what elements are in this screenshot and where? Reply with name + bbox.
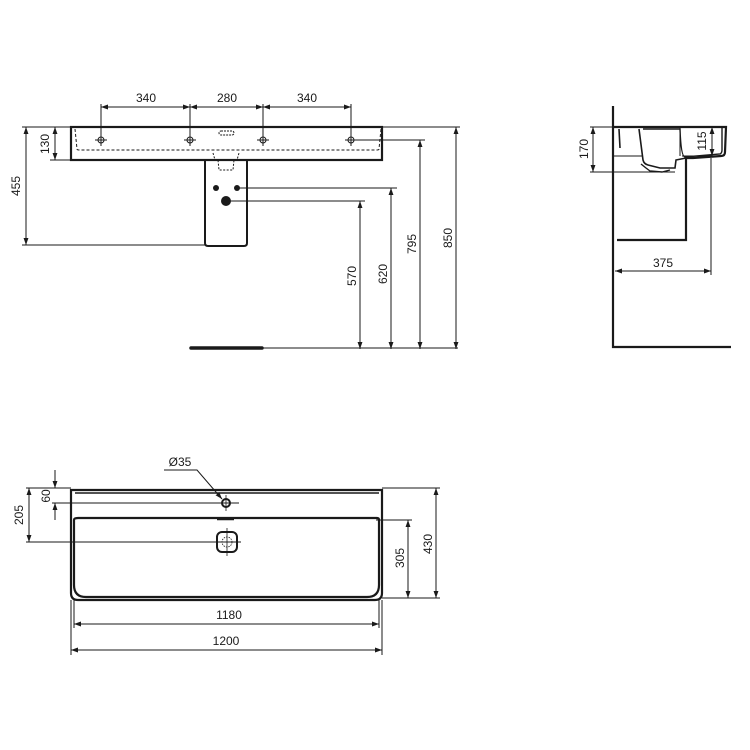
wall-and-floor — [611, 106, 731, 349]
top-left-dims — [26, 470, 241, 543]
basin-top-outline — [69, 488, 384, 602]
dim-overall-width: 1200 — [213, 634, 240, 648]
dim-bowl-depth: 115 — [695, 131, 709, 150]
supply-hole-left — [213, 185, 219, 191]
left-height-dims — [22, 126, 205, 246]
side-view: 170 115 375 — [577, 106, 731, 349]
dim-height-850: 850 — [441, 228, 455, 248]
dim-bowl-width: 1180 — [216, 608, 242, 622]
dim-tap-spacing-1: 340 — [136, 91, 156, 105]
width-dims — [70, 598, 383, 655]
dim-side-height: 170 — [577, 139, 591, 159]
dim-tap-offset: 60 — [39, 489, 53, 503]
siphon-side — [640, 163, 671, 173]
top-view: Ø35 60 205 305 430 — [12, 455, 440, 655]
dim-height-570: 570 — [345, 266, 359, 286]
dim-waste-offset: 205 — [12, 505, 26, 525]
top-right-dims — [376, 487, 440, 599]
basin-inner-dashed — [74, 128, 382, 151]
basin-side-outline — [614, 125, 728, 242]
dim-projection: 375 — [653, 256, 673, 270]
bowl-profile — [643, 127, 723, 158]
overflow-slot-icon — [218, 130, 235, 136]
dim-tap-hole-diameter: Ø35 — [169, 455, 192, 469]
dim-rim-height: 130 — [38, 134, 52, 154]
tap-spacing-dims — [100, 104, 352, 140]
bowl-top-outline — [72, 516, 381, 599]
dim-tap-spacing-3: 340 — [297, 91, 317, 105]
basin-front-outline — [69, 125, 384, 162]
dim-bowl-depth-top: 305 — [393, 548, 407, 568]
dim-tap-spacing-2: 280 — [217, 91, 237, 105]
dim-overall-depth: 430 — [421, 534, 435, 554]
tap-hole-marks — [95, 134, 357, 146]
dim-total-height: 455 — [9, 176, 23, 196]
side-dims — [590, 126, 715, 275]
front-view: 340 280 340 130 455 570 620 795 8 — [9, 91, 460, 350]
semi-pedestal-outline — [204, 161, 248, 247]
dim-height-795: 795 — [405, 234, 419, 254]
floor-height-dims — [226, 126, 460, 349]
siphon-dashed — [212, 152, 240, 171]
dim-height-620: 620 — [376, 264, 390, 284]
basin-side-inner — [618, 128, 687, 169]
